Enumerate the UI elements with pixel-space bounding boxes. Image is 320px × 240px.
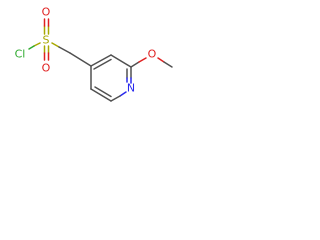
bond-c2-o-methoxy: [130, 57, 147, 68]
chemical-structure-diagram: S Cl O O N O: [15, 6, 173, 102]
bond-s-o-bottom: [43, 45, 50, 61]
atom-label-s: S: [43, 34, 50, 47]
bond-s-ch2: [51, 42, 71, 54]
bond-c4-c3: [90, 54, 112, 70]
bond-n-c6: [110, 91, 127, 102]
bond-s-o-top: [43, 18, 50, 35]
bond-c2-n: [126, 66, 132, 84]
atom-label-o-methoxy: O: [148, 48, 157, 61]
bond-o-ch3: [157, 57, 173, 68]
bond-ch2-c4: [69, 52, 92, 67]
atom-label-n: N: [127, 82, 135, 95]
atom-label-o-top: O: [42, 6, 51, 19]
bond-c6-c5: [90, 86, 112, 102]
atom-label-cl: Cl: [15, 48, 26, 61]
bond-s-cl: [28, 42, 41, 50]
bond-c3-c2: [110, 54, 132, 68]
atom-label-o-bottom: O: [42, 62, 51, 75]
